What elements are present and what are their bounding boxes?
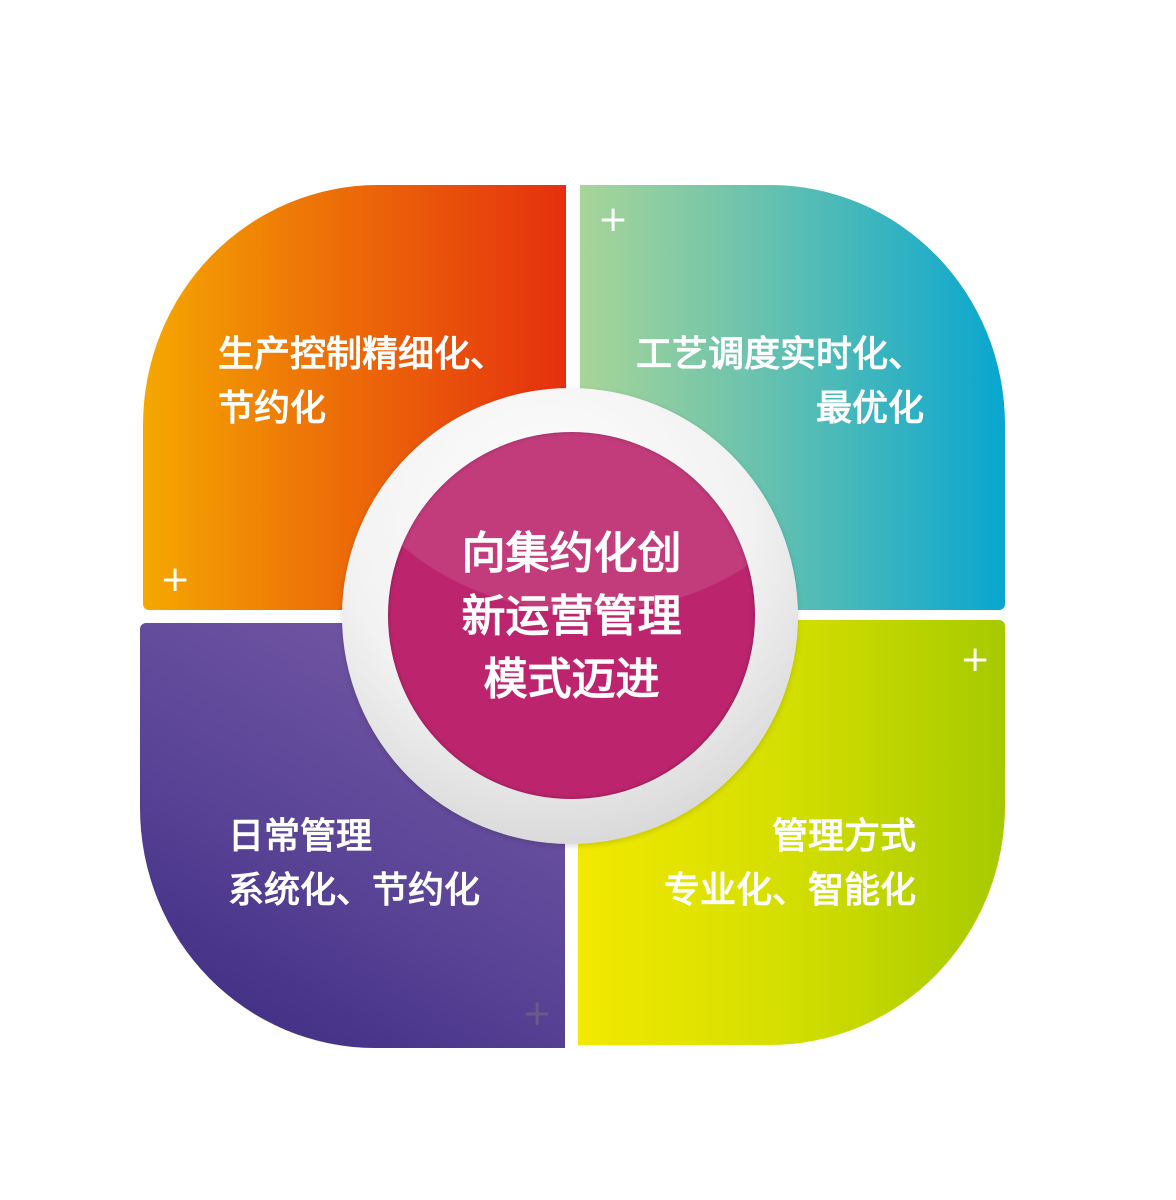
plus-icon: + <box>160 559 191 600</box>
center-line: 新运营管理 <box>461 591 682 642</box>
quadrant-process-scheduling-text: 工艺调度实时化、 最优化 <box>636 328 924 436</box>
center-line: 模式迈进 <box>483 654 660 705</box>
plus-icon: + <box>960 639 991 680</box>
text-line: 最优化 <box>815 388 924 429</box>
text-line: 日常管理 <box>228 816 373 857</box>
center-title: 向集约化创 新运营管理 模式迈进 <box>388 522 755 711</box>
plus-icon: + <box>598 199 629 240</box>
center-circle <box>388 432 755 799</box>
quadrant-management-mode-text: 管理方式 专业化、智能化 <box>664 810 916 918</box>
text-line: 工艺调度实时化、 <box>635 334 924 375</box>
text-line: 节约化 <box>218 388 327 429</box>
plus-icon: + <box>522 993 553 1034</box>
center-line: 向集约化创 <box>461 528 682 579</box>
quadrant-daily-management-text: 日常管理 系统化、节约化 <box>228 810 480 918</box>
quadrant-production-control-text: 生产控制精细化、 节约化 <box>218 328 506 436</box>
text-line: 管理方式 <box>771 816 916 857</box>
text-line: 系统化、节约化 <box>228 870 481 911</box>
text-line: 专业化、智能化 <box>663 870 916 911</box>
text-line: 生产控制精细化、 <box>218 334 507 375</box>
